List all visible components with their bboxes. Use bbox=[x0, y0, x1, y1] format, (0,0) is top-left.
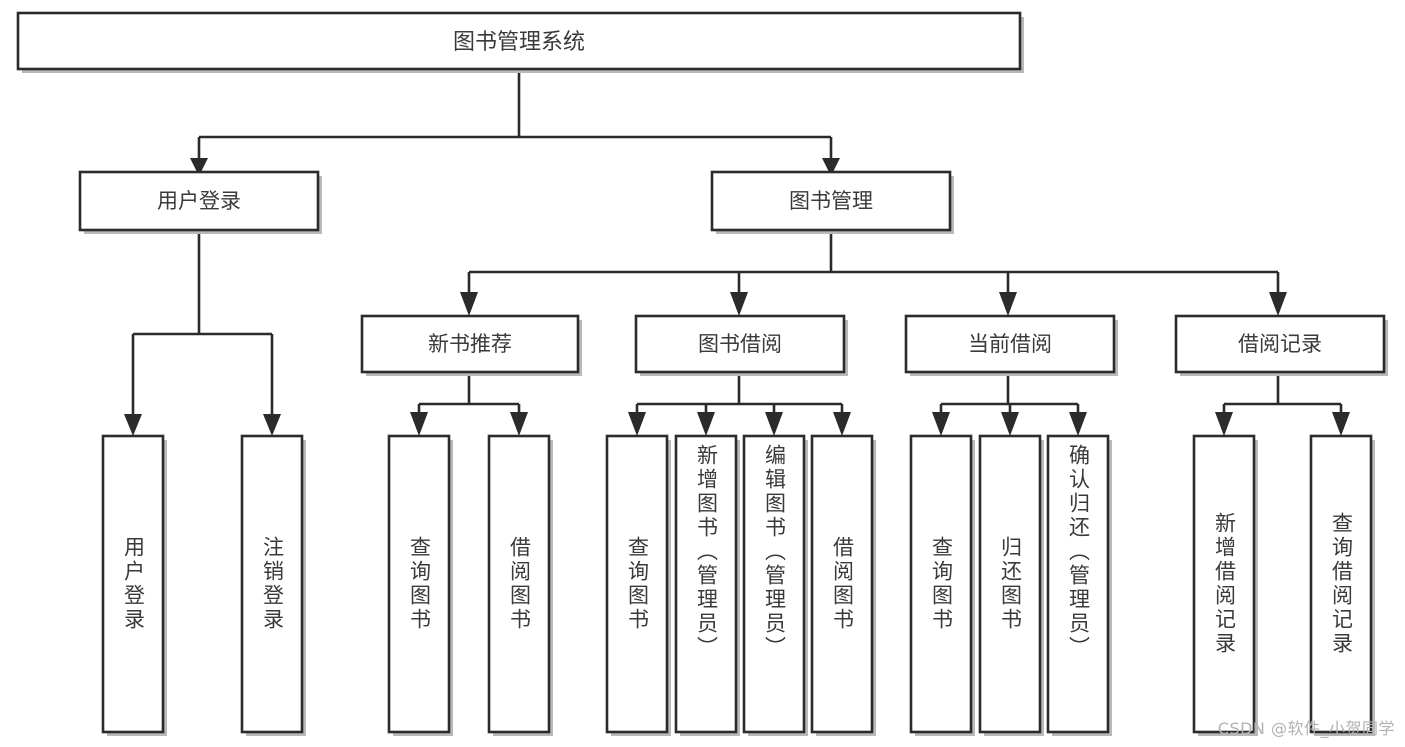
node-book-manage-box[interactable] bbox=[710, 170, 952, 232]
node-leaf-query-book-2-box[interactable] bbox=[605, 434, 669, 734]
node-leaf-user-login-box[interactable] bbox=[101, 434, 165, 734]
connector-layer bbox=[124, 70, 1350, 436]
node-leaf-logout-box[interactable] bbox=[240, 434, 304, 734]
arrow-head-leaf-return-book bbox=[1001, 412, 1019, 436]
node-leaf-query-book-1-box[interactable] bbox=[387, 434, 451, 734]
arrow-head-leaf-query-book-1 bbox=[410, 412, 428, 436]
node-leaf-borrow-book-1-box[interactable] bbox=[487, 434, 551, 734]
node-user-login-label: 用户登录 bbox=[157, 189, 241, 213]
node-current-borrow-box[interactable] bbox=[904, 314, 1116, 374]
csdn-watermark: CSDN @软件_小贺同学 bbox=[1217, 719, 1395, 738]
node-leaf-confirm-return-box[interactable] bbox=[1046, 434, 1110, 734]
arrow-head-leaf-logout bbox=[263, 414, 281, 436]
node-root-label: 图书管理系统 bbox=[453, 30, 585, 55]
node-leaf-borrow-book-2-box[interactable] bbox=[810, 434, 874, 734]
node-borrow-record-box[interactable] bbox=[1174, 314, 1386, 374]
arrow-head-current-borrow bbox=[999, 292, 1017, 316]
arrow-head-leaf-edit-book bbox=[765, 412, 783, 436]
arrow-head-leaf-confirm-return bbox=[1069, 412, 1087, 436]
arrow-head-new-book-rec bbox=[460, 292, 478, 316]
arrow-head-user-login bbox=[190, 158, 208, 176]
node-user-login-box[interactable] bbox=[78, 170, 320, 232]
node-leaf-add-book-box[interactable] bbox=[674, 434, 738, 734]
arrow-head-leaf-query-book-2 bbox=[628, 412, 646, 436]
arrow-head-book-manage bbox=[822, 158, 840, 176]
node-book-manage-label: 图书管理 bbox=[789, 189, 873, 213]
arrow-head-borrow-record bbox=[1269, 292, 1287, 316]
node-new-book-rec-box[interactable] bbox=[360, 314, 580, 374]
arrow-head-book-borrow bbox=[730, 292, 748, 316]
arrow-head-leaf-add-record bbox=[1215, 412, 1233, 436]
arrow-head-leaf-user-login bbox=[124, 414, 142, 436]
arrow-head-leaf-borrow-book-2 bbox=[833, 412, 851, 436]
node-leaf-add-record-box[interactable] bbox=[1192, 434, 1256, 734]
node-new-book-rec-label: 新书推荐 bbox=[428, 332, 512, 356]
arrow-head-leaf-add-book bbox=[697, 412, 715, 436]
arrow-head-leaf-query-book-3 bbox=[932, 412, 950, 436]
node-current-borrow-label: 当前借阅 bbox=[968, 332, 1052, 356]
arrow-head-leaf-borrow-book-1 bbox=[510, 412, 528, 436]
node-leaf-query-book-3-box[interactable] bbox=[909, 434, 973, 734]
node-root-box[interactable] bbox=[16, 11, 1022, 71]
node-borrow-record-label: 借阅记录 bbox=[1238, 332, 1322, 356]
node-layer: 图书管理系统 用户登录 图书管理 新书推荐 图书借阅 当前借阅 借阅记录 bbox=[16, 11, 1388, 736]
node-leaf-query-record-box[interactable] bbox=[1309, 434, 1373, 734]
node-book-borrow-box[interactable] bbox=[634, 314, 846, 374]
node-book-borrow-label: 图书借阅 bbox=[698, 332, 782, 356]
node-leaf-edit-book-box[interactable] bbox=[742, 434, 806, 734]
node-leaf-return-book-box[interactable] bbox=[978, 434, 1042, 734]
arrow-head-leaf-query-record bbox=[1332, 412, 1350, 436]
